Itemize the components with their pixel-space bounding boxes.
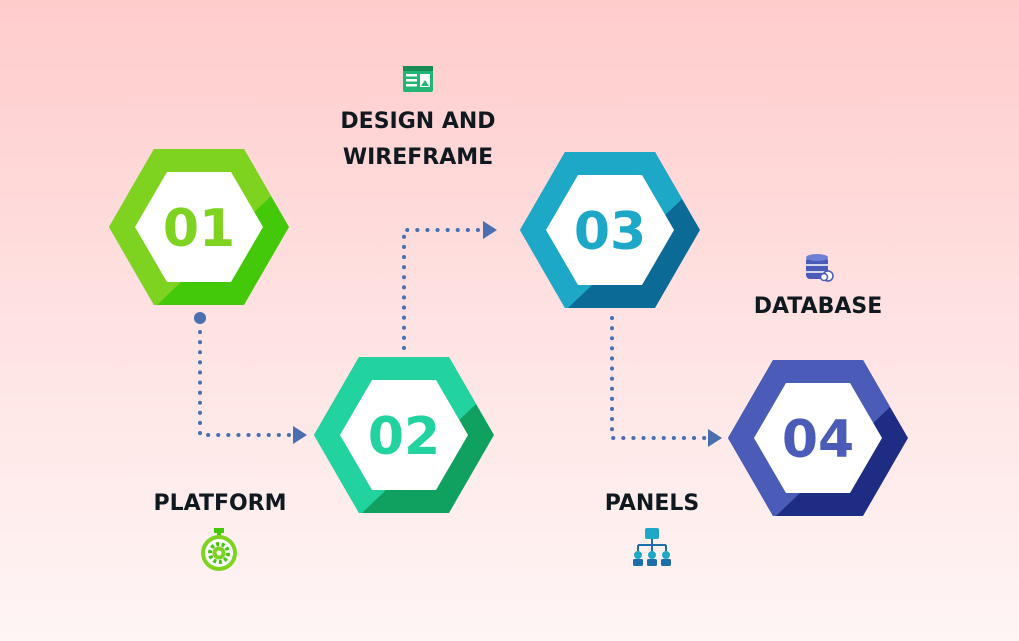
step-label-01: PLATFORM — [153, 491, 287, 516]
step-number-02: 02 — [368, 407, 440, 467]
connector-02-03 — [402, 221, 497, 350]
hexagon-step-04: 04 — [728, 360, 908, 516]
database-cloud-icon — [806, 254, 834, 282]
stopwatch-gear-icon — [201, 528, 237, 571]
step-number-03: 03 — [574, 202, 646, 262]
wireframe-layout-icon — [403, 66, 433, 92]
step-label-02: DESIGN AND WIREFRAME — [340, 109, 496, 170]
hexagon-step-01: 01 — [109, 149, 289, 305]
step-number-01: 01 — [163, 199, 235, 259]
step-label-03: PANELS — [604, 491, 700, 516]
hierarchy-panels-icon — [633, 528, 671, 566]
connector-01-02 — [194, 312, 307, 444]
step-label-04: DATABASE — [753, 294, 883, 319]
connector-03-04 — [610, 316, 722, 447]
hexagon-step-03: 03 — [520, 152, 700, 308]
step-number-04: 04 — [782, 410, 854, 470]
hexagon-step-02: 02 — [314, 357, 494, 513]
